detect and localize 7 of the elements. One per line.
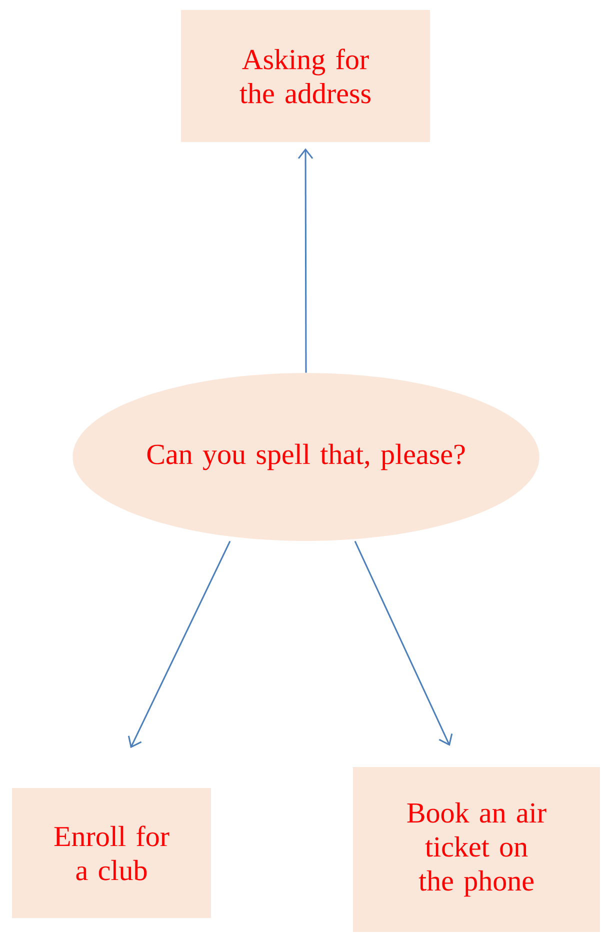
text-box: Asking for the address xyxy=(181,10,430,142)
text-box: Enroll for a club xyxy=(12,788,211,918)
ellipse-node: Can you spell that, please? xyxy=(72,373,540,541)
text-box: Book an air ticket on the phone xyxy=(353,767,600,932)
arrow xyxy=(298,148,314,373)
arrow xyxy=(354,540,453,746)
arrow xyxy=(128,540,231,748)
